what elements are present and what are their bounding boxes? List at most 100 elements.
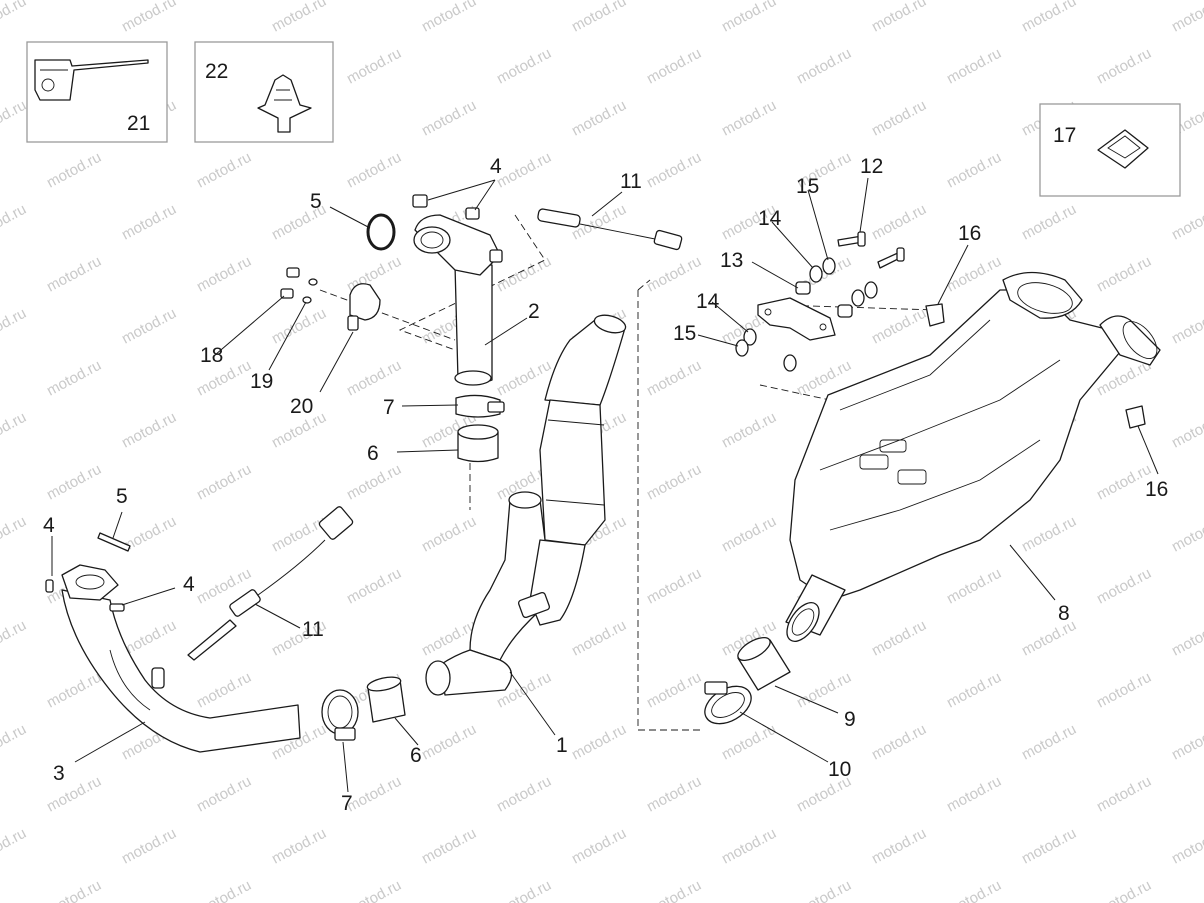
watermark-text: motod.ru: [1169, 409, 1204, 452]
callout-20: 20: [290, 395, 313, 418]
watermark-text: motod.ru: [944, 773, 1004, 816]
callout-2: 2: [528, 300, 540, 323]
watermark-text: motod.ru: [1169, 721, 1204, 764]
watermark-text: motod.ru: [869, 0, 929, 36]
watermark-text: motod.ru: [44, 461, 104, 504]
watermark-text: motod.ru: [419, 97, 479, 140]
watermark-text: motod.ru: [119, 409, 179, 452]
callout-14-upper: 14: [758, 207, 782, 230]
watermark-text: motod.ru: [794, 45, 854, 88]
watermark-text: motod.ru: [494, 149, 554, 192]
watermark-text: motod.ru: [1094, 773, 1154, 816]
watermark-text: motod.ru: [869, 201, 929, 244]
watermark-text: motod.ru: [494, 45, 554, 88]
watermark-text: motod.ru: [194, 877, 254, 903]
part-4-studs: [45, 194, 480, 612]
callout-7-upper: 7: [383, 396, 395, 419]
watermark-text: motod.ru: [644, 45, 704, 88]
callout-9: 9: [844, 708, 856, 731]
inset-22: [194, 41, 334, 143]
watermark-text: motod.ru: [1169, 617, 1204, 660]
watermark-text: motod.ru: [1019, 721, 1079, 764]
part-7-upper-clamp: [455, 394, 505, 418]
watermark-text: motod.ru: [119, 825, 179, 868]
watermark-text: motod.ru: [0, 0, 29, 36]
callout-labels: 1 2 3 4 4 4 5 5 6 6 7 7 8 9 10 11 11 12 …: [43, 60, 1168, 815]
callout-10: 10: [828, 758, 851, 781]
watermark-text: motod.ru: [0, 825, 29, 868]
watermark-text: motod.ru: [719, 513, 779, 556]
callout-6-upper: 6: [367, 442, 379, 465]
watermark-text: motod.ru: [719, 409, 779, 452]
callout-16-lower: 16: [1145, 478, 1168, 501]
callout-19: 19: [250, 370, 273, 393]
watermark-text: motod.ru: [1169, 825, 1204, 868]
watermark-text: motod.ru: [419, 0, 479, 36]
callout-4-flange: 4: [183, 573, 195, 596]
part-5-spring: [97, 532, 131, 552]
watermark-text: motod.ru: [269, 305, 329, 348]
watermark-text: motod.ru: [569, 97, 629, 140]
watermark-text: motod.ru: [44, 357, 104, 400]
part-1-collector-catalyst: [425, 314, 627, 696]
inset-21: [26, 41, 168, 143]
watermark-text: motod.ru: [1094, 669, 1154, 712]
watermark-text: motod.ru: [269, 513, 329, 556]
part-20-heat-clip: [347, 283, 381, 331]
watermark-text: motod.ru: [1094, 45, 1154, 88]
watermark-text: motod.ru: [1019, 617, 1079, 660]
watermark-text: motod.ru: [794, 877, 854, 903]
part-11-lower-oxygen-sensor: [187, 506, 354, 661]
watermark-text: motod.ru: [569, 825, 629, 868]
callout-7-lower: 7: [341, 792, 353, 815]
watermark-text: motod.ru: [0, 409, 29, 452]
watermark-text: motod.ru: [644, 877, 704, 903]
watermark-text: motod.ru: [869, 825, 929, 868]
watermark-text: motod.ru: [494, 253, 554, 296]
callout-15-lower: 15: [673, 322, 696, 345]
watermark-text: motod.ru: [1169, 305, 1204, 348]
watermark-text: motod.ru: [419, 721, 479, 764]
watermark-text: motod.ru: [944, 877, 1004, 903]
watermark-text: motod.ru: [269, 0, 329, 36]
watermark-text: motod.ru: [344, 461, 404, 504]
watermark-text: motod.ru: [419, 513, 479, 556]
watermark-text: motod.ru: [569, 617, 629, 660]
part-5-gasket: [366, 213, 396, 251]
callout-21: 21: [127, 112, 150, 135]
watermark-text: motod.ru: [344, 877, 404, 903]
watermark-text: motod.ru: [344, 565, 404, 608]
watermark-text: motod.ru: [44, 877, 104, 903]
watermark-text: motod.ru: [44, 253, 104, 296]
watermark-text: motod.ru: [1019, 825, 1079, 868]
watermark-text: motod.ru: [1094, 253, 1154, 296]
part-11-upper-oxygen-sensor: [537, 208, 683, 251]
watermark-text: motod.ru: [119, 305, 179, 348]
watermark-text: motod.ru: [644, 149, 704, 192]
watermark-text: motod.ru: [269, 825, 329, 868]
part-16-bushes: [925, 303, 1146, 429]
watermark-text: motod.ru: [0, 305, 29, 348]
watermark-text: motod.ru: [344, 357, 404, 400]
watermark-text: motod.ru: [644, 669, 704, 712]
part-8-muffler: [785, 271, 1161, 642]
callout-6-lower: 6: [410, 744, 422, 767]
callout-12: 12: [860, 155, 883, 178]
watermark-text: motod.ru: [869, 721, 929, 764]
watermark-text: motod.ru: [194, 461, 254, 504]
watermark-text: motod.ru: [1019, 513, 1079, 556]
watermark-text: motod.ru: [1169, 201, 1204, 244]
muffler-bracket: [757, 297, 836, 341]
watermark-text: motod.ru: [0, 617, 29, 660]
watermark-text: motod.ru: [419, 825, 479, 868]
callout-4-upper: 4: [490, 155, 502, 178]
part-6-lower-sleeve: [366, 676, 406, 723]
callout-17: 17: [1053, 124, 1076, 147]
watermark-text: motod.ru: [1169, 513, 1204, 556]
part-7-lower-clamp: [321, 689, 359, 741]
watermark-text: motod.ru: [494, 773, 554, 816]
callout-16-upper: 16: [958, 222, 981, 245]
watermark-text: motod.ru: [0, 721, 29, 764]
callout-11-lower: 11: [302, 618, 324, 641]
